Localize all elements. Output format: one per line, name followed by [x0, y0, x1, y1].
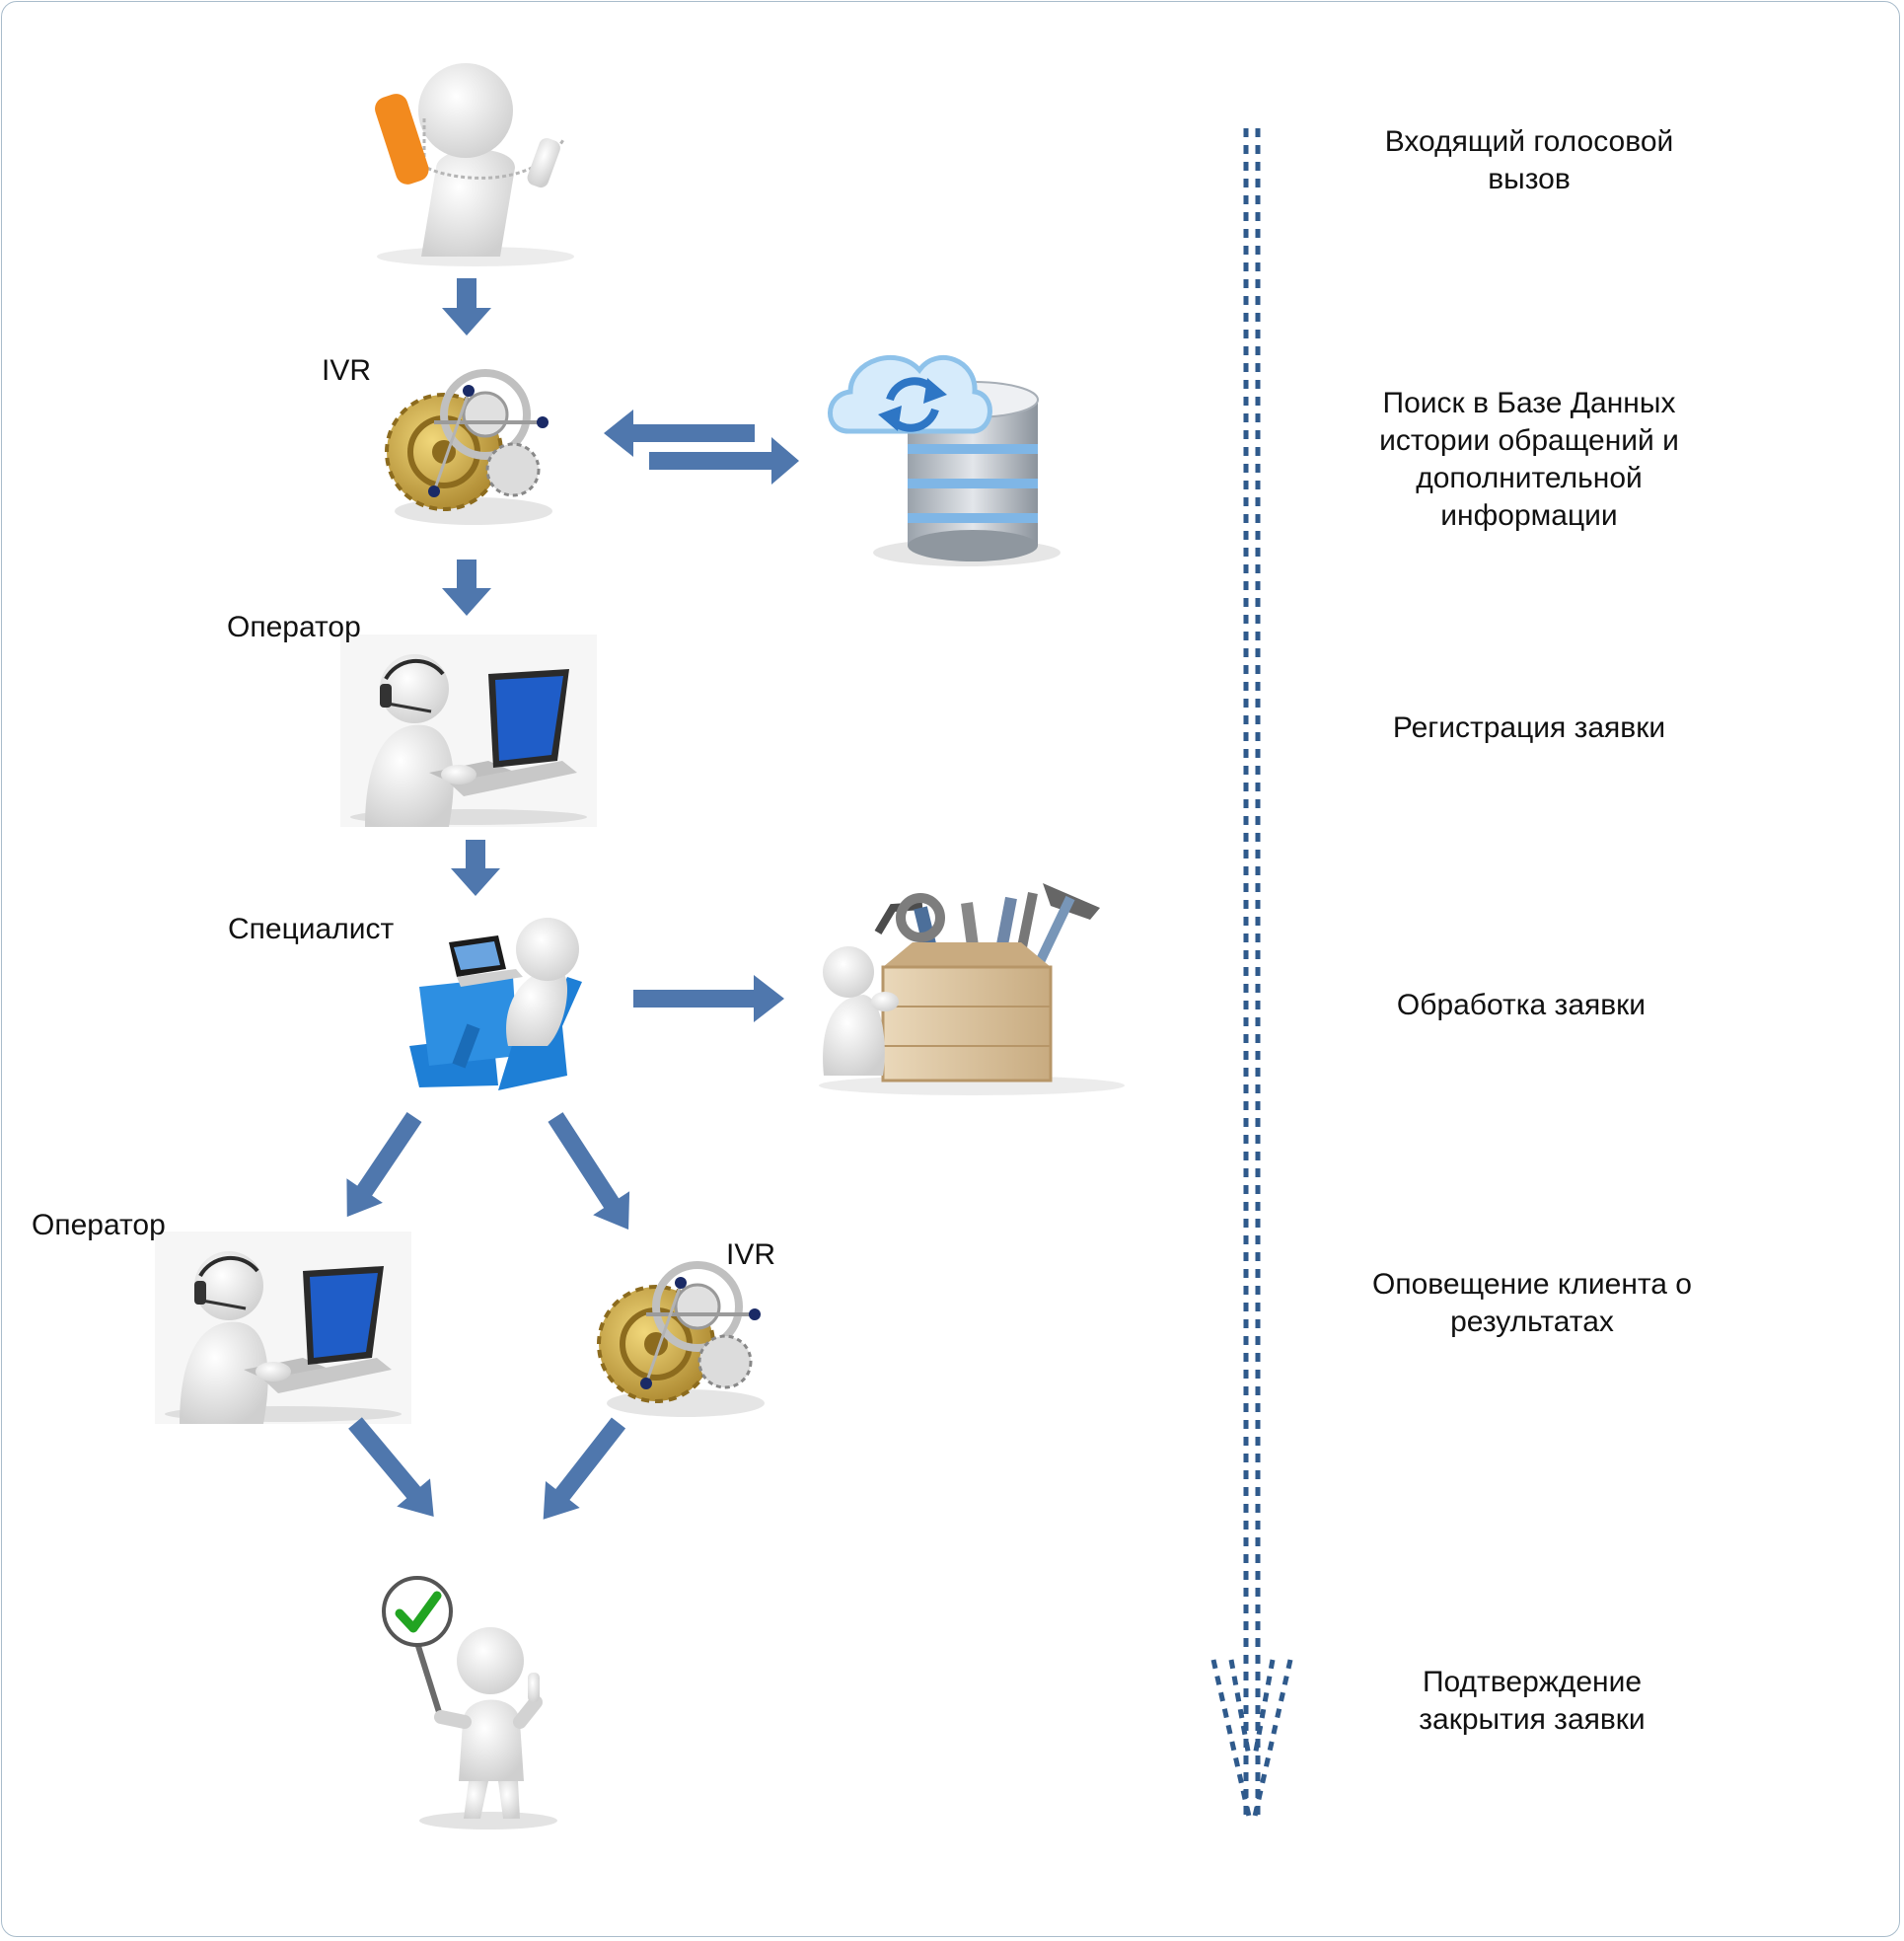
label-operator-top: Оператор — [227, 611, 361, 643]
step-text-line: истории обращений и — [1379, 424, 1679, 457]
step-processing: Обработка заявки — [1314, 987, 1728, 1024]
step-text-line: Оповещение клиента о — [1371, 1268, 1692, 1301]
label-specialist: Специалист — [228, 913, 395, 945]
step-text-line: дополнительной — [1416, 462, 1643, 494]
step-text-line: Регистрация заявки — [1392, 711, 1666, 744]
arrow-db-to-ivr — [604, 410, 755, 457]
arrow-specialist-to-toolbox — [633, 975, 784, 1022]
ivr-gears-icon-2 — [599, 1265, 765, 1417]
step-text-line: закрытия заявки — [1419, 1703, 1646, 1736]
step-text-line: результатах — [1450, 1306, 1614, 1338]
arrow-operator-to-confirmation — [348, 1417, 434, 1517]
ivr-gears-icon — [387, 373, 552, 525]
toolbox-icon — [819, 883, 1125, 1095]
specialist-desk-icon — [409, 918, 582, 1090]
operator-laptop-icon-2 — [155, 1232, 411, 1424]
step-text-line: Подтверждение — [1422, 1666, 1643, 1698]
step-incoming-call: Входящий голосовой вызов — [1322, 123, 1736, 198]
step-text-line: Обработка заявки — [1396, 989, 1647, 1021]
arrow-caller-to-ivr — [442, 278, 491, 336]
step-registration: Регистрация заявки — [1322, 709, 1736, 747]
arrow-ivr-to-db — [649, 437, 799, 485]
arrow-specialist-to-ivr — [548, 1112, 630, 1231]
step-client-notification: Оповещение клиента о результатах — [1325, 1266, 1739, 1341]
label-ivr-bottom: IVR — [726, 1238, 776, 1271]
cloud-database-icon — [828, 354, 1061, 566]
step-text-line: Входящий голосовой — [1384, 125, 1674, 158]
arrow-ivr-to-confirmation — [543, 1417, 626, 1520]
label-ivr-top: IVR — [322, 354, 372, 387]
caller-figure-icon — [375, 63, 574, 266]
arrow-operator-to-specialist — [451, 840, 500, 896]
operator-laptop-icon — [340, 635, 597, 827]
arrow-ivr-to-operator — [442, 560, 491, 616]
timeline-arrow — [1210, 128, 1293, 1822]
step-text-line: Поиск в Базе Данных — [1382, 387, 1676, 419]
label-operator-bottom: Оператор — [32, 1209, 166, 1241]
step-closure-confirmation: Подтверждение закрытия заявки — [1325, 1664, 1739, 1739]
step-text-line: вызов — [1488, 163, 1571, 195]
step-database-search: Поиск в Базе Данных истории обращений и … — [1322, 385, 1736, 535]
step-text-line: информации — [1440, 499, 1618, 532]
checkmark-figure-icon — [382, 1576, 557, 1829]
arrow-specialist-to-operator — [346, 1111, 422, 1218]
